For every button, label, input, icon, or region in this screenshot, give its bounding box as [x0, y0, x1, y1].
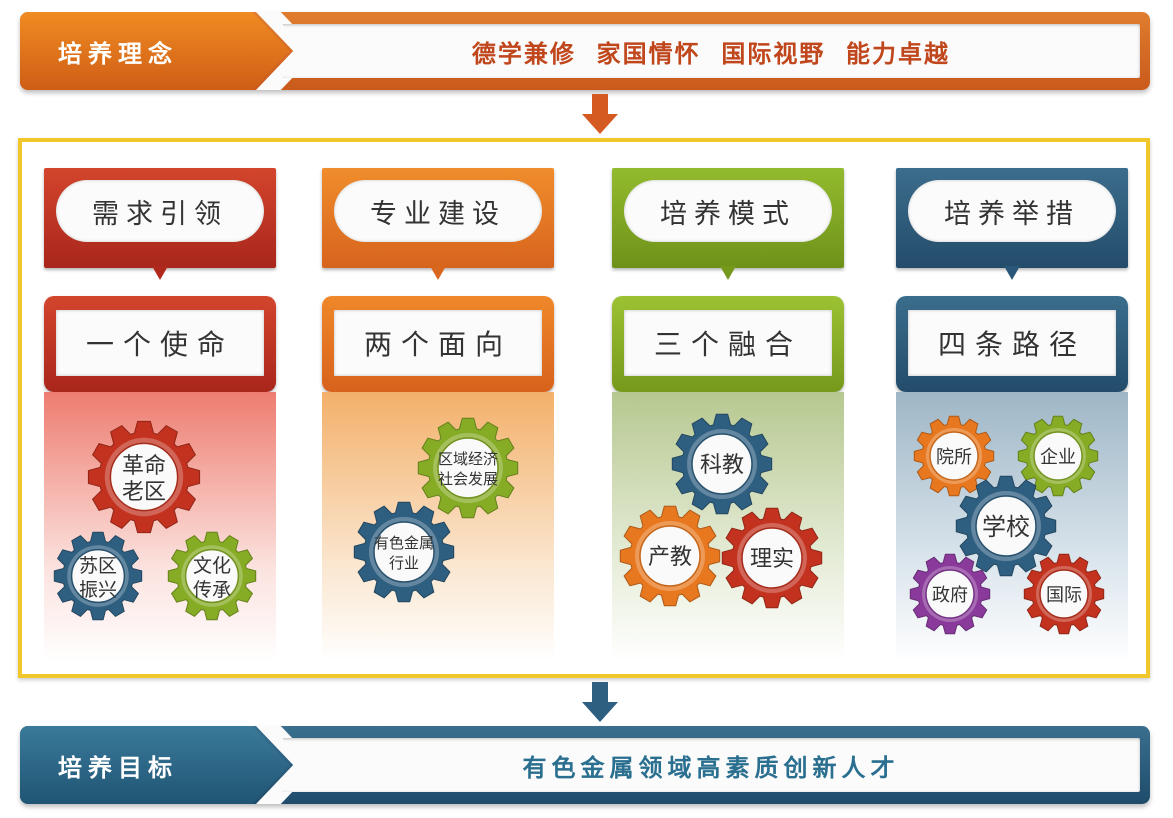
gear-hub — [929, 431, 979, 481]
arrow-down-icon — [582, 94, 618, 134]
gear-label: 老区 — [122, 480, 166, 505]
gear-icon: 企业 — [1017, 415, 1099, 497]
gear-hub — [109, 442, 179, 512]
gear-icon: 有色金属 行业 — [353, 501, 455, 603]
gear-label: 产教 — [648, 545, 692, 570]
column-subheader: 两个面向 — [322, 296, 554, 392]
gear-cluster: 区域经济 社会发展 有色金属 行业 — [353, 417, 519, 603]
column-subheader-label: 四条路径 — [908, 310, 1116, 376]
gear-hub — [639, 525, 701, 587]
goal-banner: 培养目标 有色金属领域高素质创新人才 — [20, 726, 1150, 804]
gear-icon: 文化 传承 — [167, 531, 257, 621]
gear-label: 院所 — [936, 447, 972, 468]
column-header: 培养举措 — [896, 168, 1128, 268]
gear-label: 苏区 — [79, 555, 117, 577]
gear-icon: 革命 老区 — [87, 420, 201, 534]
column-header-label: 培养举措 — [908, 180, 1116, 242]
philosophy-text: 德学兼修 家国情怀 国际视野 能力卓越 — [282, 24, 1140, 78]
gear-hub — [741, 527, 803, 589]
column-header: 专业建设 — [322, 168, 554, 268]
gear-icon: 苏区 振兴 — [53, 531, 143, 621]
gear-hub — [975, 495, 1037, 557]
column-header-label: 培养模式 — [624, 180, 832, 242]
gear-label: 社会发展 — [438, 470, 498, 488]
gear-label: 理实 — [750, 547, 794, 572]
column-subheader: 四条路径 — [896, 296, 1128, 392]
gear-label: 国际 — [1046, 585, 1082, 606]
pointer-down-icon — [1004, 266, 1020, 280]
gear-hub — [925, 569, 975, 619]
gear-label: 区域经济 — [438, 450, 498, 468]
gear-label: 学校 — [982, 513, 1030, 541]
pointer-down-icon — [152, 266, 168, 280]
gear-label: 行业 — [389, 554, 419, 572]
column-subheader-label: 三个融合 — [624, 310, 832, 376]
gear-label: 政府 — [932, 585, 968, 606]
goal-label: 培养目标 — [20, 726, 290, 804]
pointer-down-icon — [430, 266, 446, 280]
gear-icon: 区域经济 社会发展 — [417, 417, 519, 519]
gear-cluster: 革命 老区 苏区 振兴 文化 传承 — [53, 420, 257, 621]
philosophy-banner: 培养理念 德学兼修 家国情怀 国际视野 能力卓越 — [20, 12, 1150, 90]
column-subheader: 一个使命 — [44, 296, 276, 392]
column-subheader-label: 两个面向 — [334, 310, 542, 376]
column-subheader-label: 一个使命 — [56, 310, 264, 376]
gear-icon: 国际 — [1023, 553, 1105, 635]
gear-label: 有色金属 — [374, 534, 434, 552]
arrow-down-icon — [582, 682, 618, 722]
gear-cluster: 科教 产教 理实 — [619, 413, 823, 609]
gear-icon: 产教 — [619, 505, 721, 607]
column-subheader: 三个融合 — [612, 296, 844, 392]
gear-label: 企业 — [1040, 447, 1076, 468]
gear-hub — [1033, 431, 1083, 481]
gear-hub — [373, 521, 435, 583]
gear-label: 科教 — [700, 453, 744, 478]
gear-icon: 政府 — [909, 553, 991, 635]
gear-icon: 学校 — [955, 475, 1057, 577]
framework-frame: 需求引领 一个使命 革命 老区 苏区 振兴 文化 传承 — [18, 138, 1150, 678]
column-header: 需求引领 — [44, 168, 276, 268]
gear-label: 革命 — [122, 454, 166, 479]
gear-icon: 院所 — [913, 415, 995, 497]
gear-hub — [1039, 569, 1089, 619]
gear-hub — [691, 433, 753, 495]
column-header: 培养模式 — [612, 168, 844, 268]
goal-text: 有色金属领域高素质创新人才 — [282, 738, 1140, 792]
gear-label: 文化 — [193, 555, 231, 577]
gear-hub — [437, 437, 499, 499]
gear-cluster: 院所 企业 学校 政府 国际 — [909, 415, 1105, 635]
pointer-down-icon — [720, 266, 736, 280]
gear-label: 传承 — [193, 579, 231, 601]
gear-hub — [70, 548, 126, 604]
gear-hub — [184, 548, 240, 604]
gear-icon: 理实 — [721, 507, 823, 609]
column-header-label: 专业建设 — [334, 180, 542, 242]
gear-label: 振兴 — [79, 579, 117, 601]
gear-icon: 科教 — [671, 413, 773, 515]
philosophy-label: 培养理念 — [20, 12, 290, 90]
column-header-label: 需求引领 — [56, 180, 264, 242]
